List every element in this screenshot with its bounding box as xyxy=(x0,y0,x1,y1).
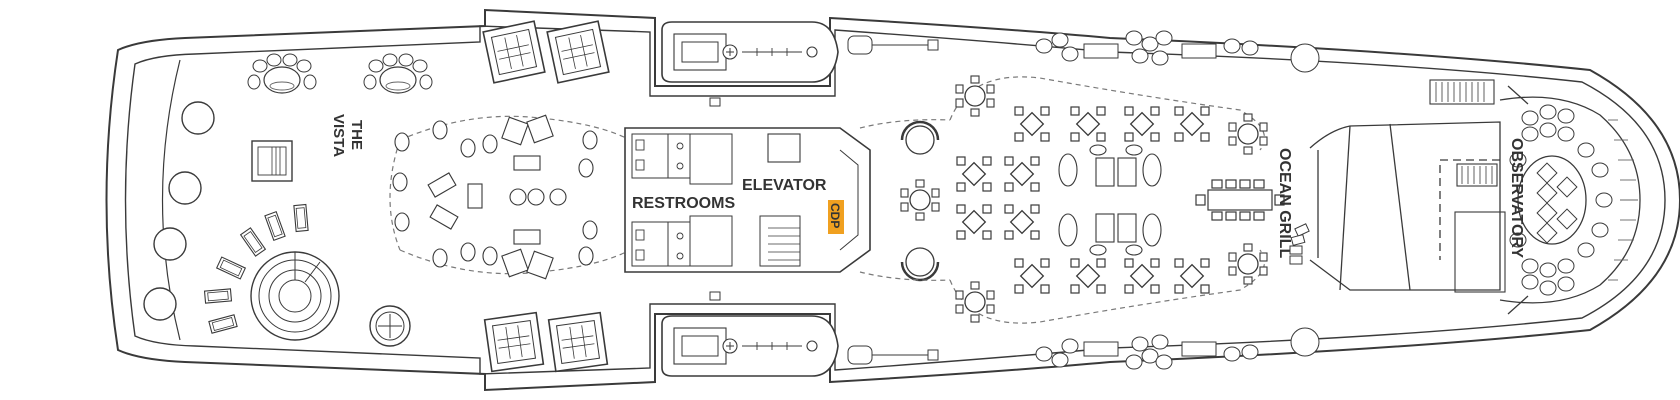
winch-top xyxy=(847,35,939,55)
cdp-badge-bg xyxy=(828,200,844,234)
sun-loungers xyxy=(203,203,309,334)
booth-seating xyxy=(1058,144,1162,256)
bottom-deck-furniture xyxy=(1035,327,1320,370)
the-vista-label: THE VISTA xyxy=(330,114,365,157)
forward-structure xyxy=(1309,79,1506,293)
banquet-table xyxy=(1195,179,1285,221)
the-vista-line2: VISTA xyxy=(330,114,347,157)
mid-lounge-sofas xyxy=(427,114,554,280)
bow-railing-slats xyxy=(1608,119,1638,281)
service-core xyxy=(624,127,871,273)
cdp-label: CDP xyxy=(828,203,842,228)
mid-lounge-seating xyxy=(392,120,598,268)
restroom-fixtures xyxy=(635,139,684,261)
cdp-badge: CDP xyxy=(828,200,844,234)
tender-boat-top xyxy=(661,21,839,83)
lifeboat-crates-top xyxy=(482,20,610,84)
top-deck-furniture xyxy=(1035,30,1320,73)
vista-lounge-seating xyxy=(247,53,433,94)
observatory-center-tables xyxy=(1517,155,1587,245)
winch-bottom xyxy=(847,345,939,365)
stair-icon-forward xyxy=(1435,82,1493,184)
restrooms-label: RESTROOMS xyxy=(632,195,735,212)
observatory-label: OBSERVATORY xyxy=(1508,138,1525,258)
boat-davit-bottom xyxy=(709,291,721,301)
bar-stools xyxy=(1289,223,1310,265)
boat-davit-top xyxy=(709,97,721,107)
observatory-seating xyxy=(1509,104,1613,296)
stair-icon xyxy=(251,140,293,182)
tender-boat-bottom xyxy=(661,315,839,377)
compass-icon xyxy=(369,305,411,347)
ocean-grill-label: OCEAN GRILL xyxy=(1276,148,1293,258)
observatory-walls xyxy=(1499,85,1641,315)
lifeboat-crates-bottom xyxy=(483,311,609,373)
the-vista-line1: THE xyxy=(348,120,365,150)
spiral-stair-icon xyxy=(250,251,340,341)
porthole-row xyxy=(143,101,215,321)
deck-outline xyxy=(105,8,1680,392)
elevator-label: ELEVATOR xyxy=(742,177,827,194)
round-booths xyxy=(900,120,940,282)
